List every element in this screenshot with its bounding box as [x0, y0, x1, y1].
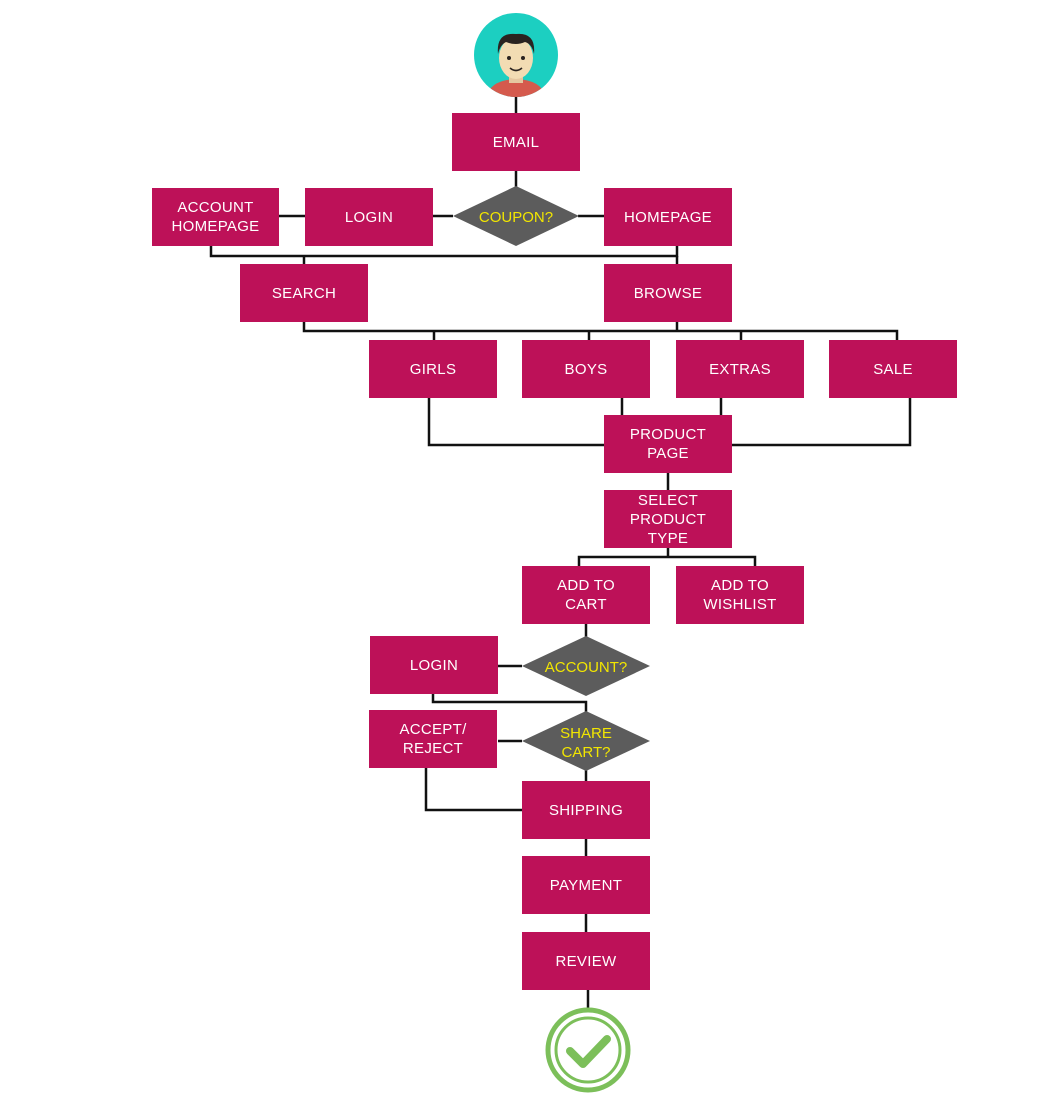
- account-decision[interactable]: ACCOUNT?: [522, 636, 650, 696]
- boys-category-label: BOYS: [564, 360, 608, 378]
- select-product-type-step[interactable]: SELECT PRODUCT TYPE: [604, 490, 732, 548]
- girls-category-label: GIRLS: [409, 360, 457, 378]
- review-step[interactable]: REVIEW: [522, 932, 650, 990]
- homepage-step[interactable]: HOMEPAGE: [604, 188, 732, 246]
- share-cart-decision[interactable]: SHARE CART?: [522, 711, 650, 771]
- sale-category[interactable]: SALE: [829, 340, 957, 398]
- connector-login-sharecart: [431, 694, 588, 712]
- check-circle-icon: [545, 1007, 631, 1093]
- product-page-step[interactable]: PRODUCT PAGE: [604, 415, 732, 473]
- account-homepage-step[interactable]: ACCOUNT HOMEPAGE: [152, 188, 279, 246]
- connector-category-bus: [302, 322, 899, 340]
- review-step-label: REVIEW: [555, 952, 617, 970]
- extras-category-label: EXTRAS: [709, 360, 771, 378]
- coupon-decision[interactable]: COUPON?: [453, 186, 579, 246]
- account-homepage-step-label: ACCOUNT HOMEPAGE: [171, 199, 260, 235]
- email-step-label: EMAIL: [492, 133, 540, 151]
- add-to-cart-step-label: ADD TO CART: [557, 577, 615, 613]
- user-avatar-icon: [474, 13, 558, 97]
- coupon-decision-label: COUPON?: [479, 209, 553, 226]
- payment-step[interactable]: PAYMENT: [522, 856, 650, 914]
- checkout-login-step[interactable]: LOGIN: [370, 636, 498, 694]
- add-to-wishlist-step[interactable]: ADD TO WISHLIST: [676, 566, 804, 624]
- accept-reject-step-label: ACCEPT/ REJECT: [399, 721, 467, 757]
- connector-accept-shipping: [424, 768, 522, 812]
- browse-step[interactable]: BROWSE: [604, 264, 732, 322]
- connectors: [209, 95, 912, 1010]
- search-step-label: SEARCH: [271, 284, 337, 302]
- girls-category[interactable]: GIRLS: [369, 340, 497, 398]
- search-step[interactable]: SEARCH: [240, 264, 368, 322]
- add-to-wishlist-step-label: ADD TO WISHLIST: [703, 577, 777, 613]
- accept-reject-step[interactable]: ACCEPT/ REJECT: [369, 710, 497, 768]
- sale-category-label: SALE: [873, 360, 913, 378]
- connector-homepage-bus: [209, 246, 679, 258]
- boys-category[interactable]: BOYS: [522, 340, 650, 398]
- login-step-label: LOGIN: [344, 208, 394, 226]
- payment-step-label: PAYMENT: [549, 876, 623, 894]
- shipping-step[interactable]: SHIPPING: [522, 781, 650, 839]
- select-product-type-step-label: SELECT PRODUCT TYPE: [629, 491, 707, 547]
- share-cart-decision-label-line2: CART?: [562, 744, 611, 761]
- email-step[interactable]: EMAIL: [452, 113, 580, 171]
- extras-category[interactable]: EXTRAS: [676, 340, 804, 398]
- homepage-step-label: HOMEPAGE: [624, 208, 712, 226]
- browse-step-label: BROWSE: [633, 284, 703, 302]
- shipping-step-label: SHIPPING: [548, 801, 624, 819]
- connector-girls-product: [427, 398, 604, 447]
- login-step[interactable]: LOGIN: [305, 188, 433, 246]
- connector-select-adds: [577, 548, 757, 566]
- account-decision-label: ACCOUNT?: [545, 659, 628, 676]
- connector-sale-product: [732, 398, 912, 447]
- product-page-step-label: PRODUCT PAGE: [629, 426, 707, 462]
- checkout-login-step-label: LOGIN: [409, 656, 459, 674]
- share-cart-decision-label-line1: SHARE: [560, 725, 612, 742]
- add-to-cart-step[interactable]: ADD TO CART: [522, 566, 650, 624]
